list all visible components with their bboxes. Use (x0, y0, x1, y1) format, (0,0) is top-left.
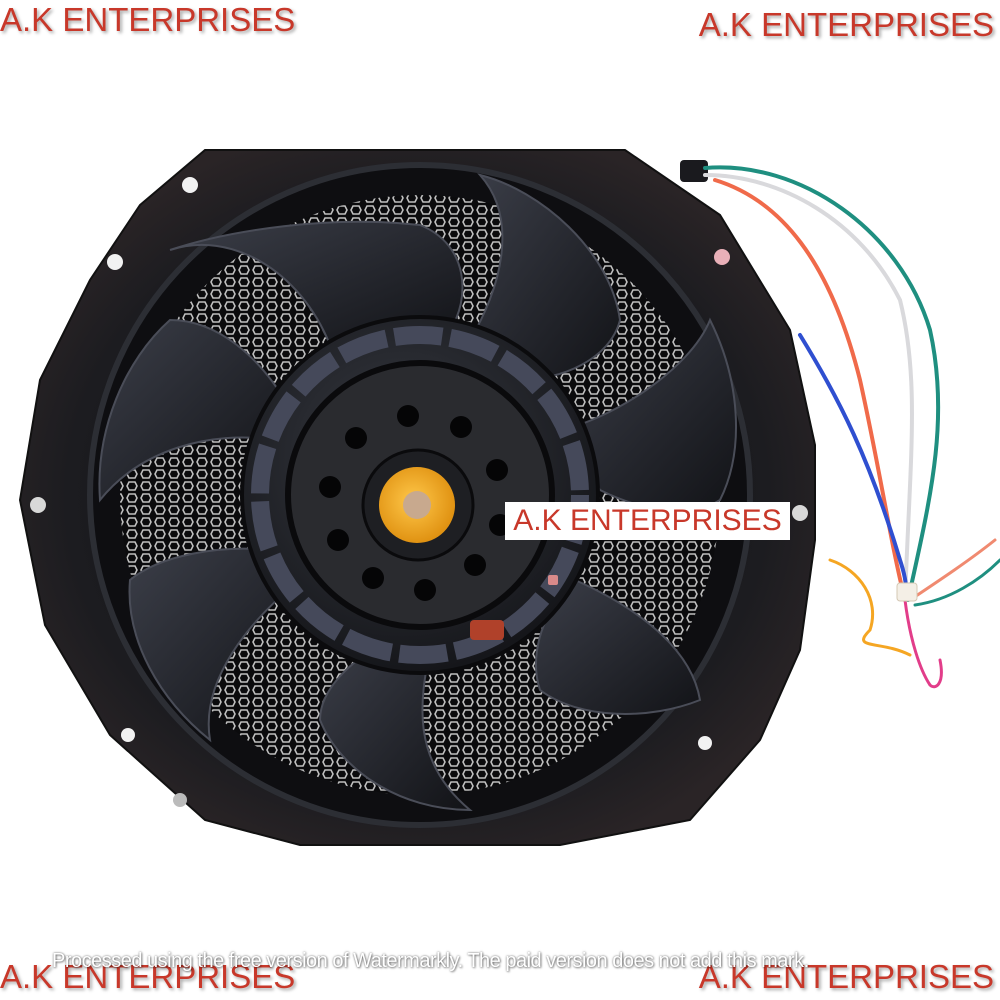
mount-hole-icon (173, 793, 187, 807)
mount-hole-icon (698, 736, 712, 750)
watermark-top-left: A.K ENTERPRISES (0, 1, 296, 38)
watermark-bottom-right: A.K ENTERPRISES (698, 958, 994, 995)
mount-hole-icon (30, 497, 46, 513)
mount-hole-icon (182, 177, 198, 193)
mount-hole-icon (714, 249, 730, 265)
mount-hole-icon (121, 728, 135, 742)
lead-wires (680, 160, 1000, 689)
mount-hole-icon (107, 254, 123, 270)
mount-hole-icon (792, 505, 808, 521)
watermark-bottom-left: A.K ENTERPRISES (0, 958, 296, 995)
watermark-top-right: A.K ENTERPRISES (698, 6, 994, 43)
watermarkly-notice: Processed using the free version of Wate… (52, 950, 809, 972)
fan-hub (240, 315, 600, 675)
watermark-center: A.K ENTERPRISES (505, 502, 790, 540)
fan-blades (98, 173, 738, 812)
